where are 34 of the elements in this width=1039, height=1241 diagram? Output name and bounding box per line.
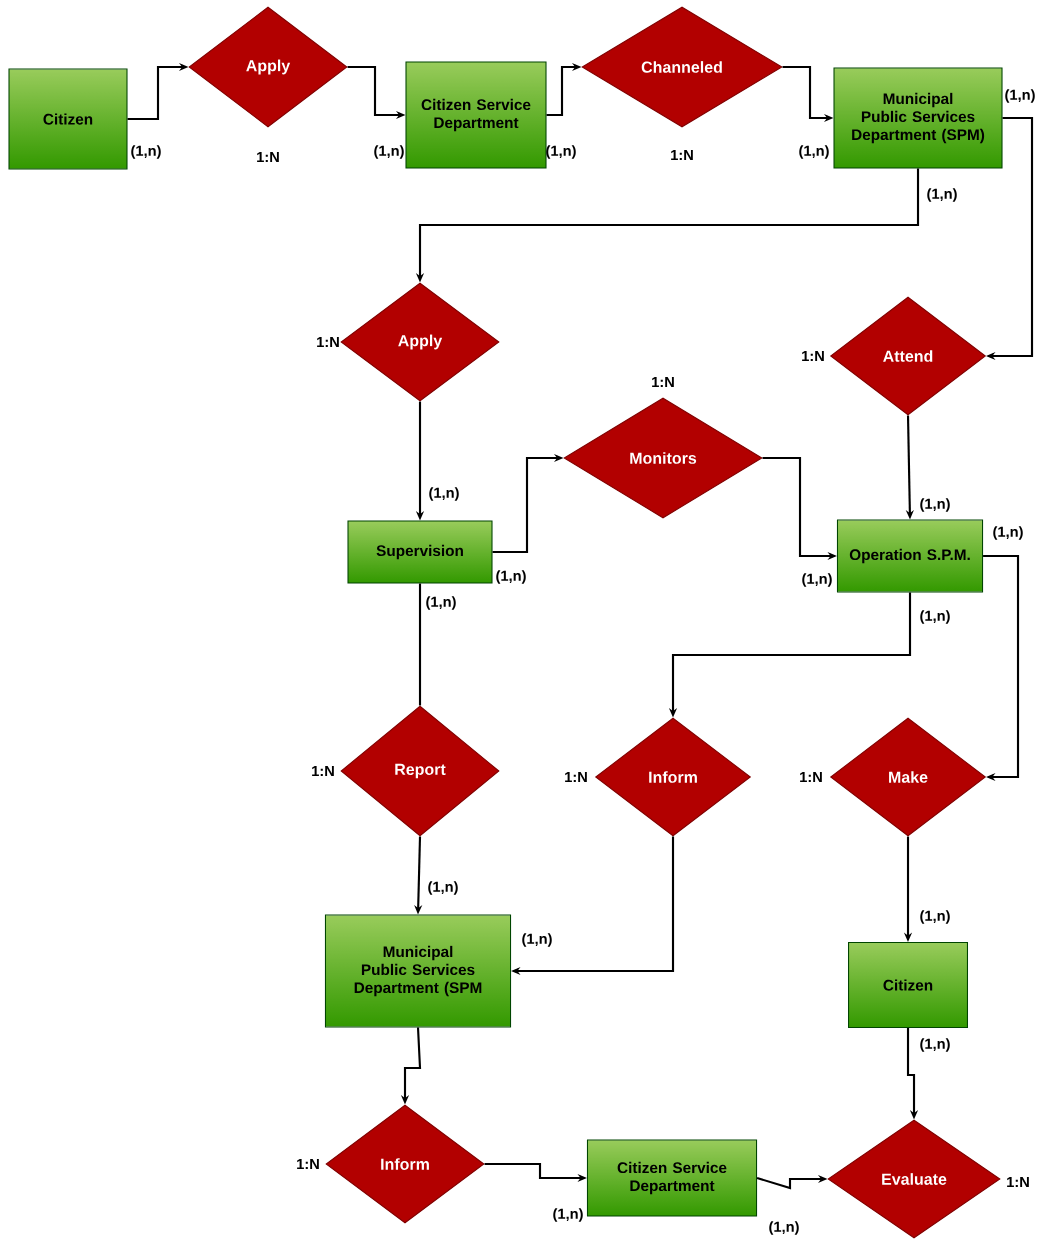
cardinality-label: (1,n): [927, 188, 957, 202]
cardinality-label: (1,n): [920, 910, 950, 924]
cardinality-label: (1,n): [426, 596, 456, 610]
cardinality-label: (1,n): [769, 1221, 799, 1235]
cardinality-label: 1:N: [1007, 1177, 1029, 1188]
cardinality-label: 1:N: [317, 336, 339, 348]
cardinality-label: (1,n): [546, 145, 576, 159]
entity-box: Municipal Public Services Department (SPM: [324, 914, 512, 1028]
cardinality-label: 1:N: [800, 771, 822, 783]
cardinality-label: 1:N: [297, 1159, 319, 1170]
cardinality-label: (1,n): [920, 610, 950, 624]
entity-box: Municipal Public Services Department (SPM): [833, 67, 1003, 169]
cardinality-label: 1:N: [671, 149, 693, 161]
cardinality-label: (1,n): [799, 145, 829, 159]
entity-box: Operation S.P.M.: [836, 519, 984, 593]
entity-box: Citizen Service Department: [586, 1139, 758, 1217]
connector: [418, 583, 422, 706]
entity-box: Citizen: [8, 68, 128, 170]
cardinality-label: (1,n): [131, 145, 161, 159]
cardinality-label: 1:N: [565, 771, 587, 783]
cardinality-label: (1,n): [920, 498, 950, 512]
cardinality-label: 1:N: [257, 151, 279, 163]
cardinality-label: (1,n): [429, 487, 459, 501]
entity-box: Supervision: [347, 520, 493, 584]
connector: [983, 554, 1020, 782]
cardinality-label: 1:N: [652, 376, 674, 388]
entity-box: Citizen Service Department: [405, 61, 547, 169]
entity-box: Citizen: [848, 941, 968, 1029]
cardinality-label: (1,n): [553, 1208, 583, 1222]
cardinality-label: (1,n): [374, 145, 404, 159]
cardinality-label: 1:N: [312, 765, 334, 777]
cardinality-label: (1,n): [428, 881, 458, 895]
cardinality-label: 1:N: [802, 350, 824, 362]
cardinality-label: (1,n): [920, 1038, 950, 1052]
